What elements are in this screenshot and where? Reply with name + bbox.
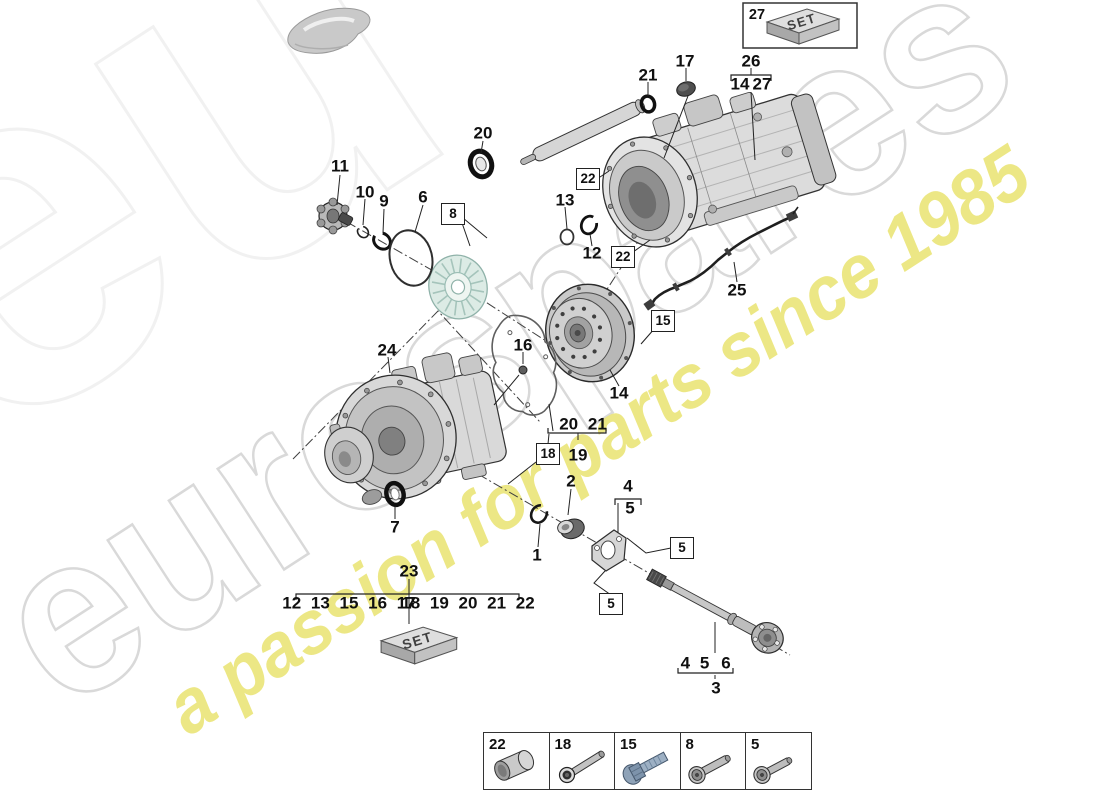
car-silhouette [287,7,371,54]
wiring-harness-25 [643,206,799,311]
plug-icon [494,750,535,781]
shaft-seal-20 [467,148,495,180]
legend-label: 15 [620,736,637,753]
legend-label: 5 [751,736,760,753]
fastener-legend: 22 18 15 [483,732,812,790]
legend-label: 18 [554,736,572,753]
group-brackets [295,74,772,674]
o-ring-21 [639,94,657,114]
legend-item-8: 8 [679,732,747,790]
output-flange [316,197,354,235]
legend-item-15: 15 [614,732,681,790]
snap-ring-12 [579,214,599,236]
cover-gasket [491,314,558,416]
legend-label: 22 [489,736,506,753]
legend-label: 8 [685,736,694,753]
washer-13 [559,228,575,246]
axle-shaft-3 [646,568,784,654]
snap-ring-9 [372,231,392,251]
stud-icon [558,750,605,784]
retaining-ring-1 [529,504,549,524]
circlip-10 [356,225,370,239]
o-ring-6 [388,229,434,287]
torque-converter [544,283,636,383]
bell-housing [602,136,698,248]
gearbox-housing [324,352,507,505]
set-box-23: SET [379,626,459,665]
legend-item-18: 18 [548,732,616,790]
cap-17 [676,81,696,97]
legend-item-5: 5 [745,732,812,790]
flange-bolt-icon [622,751,669,785]
legend-item-22: 22 [483,732,550,790]
washer-bolt-icon [687,754,731,784]
leader-lines [336,68,756,679]
bearing-2 [557,518,585,540]
clutch-pressure-plate [428,254,488,320]
nut-16 [518,365,528,375]
set-box-27: SET [765,8,841,45]
transmission-assembly [602,92,837,248]
shaft-seal-7 [384,480,406,508]
washer-bolt-short-icon [753,757,793,784]
bearing-bracket-4 [591,529,627,572]
